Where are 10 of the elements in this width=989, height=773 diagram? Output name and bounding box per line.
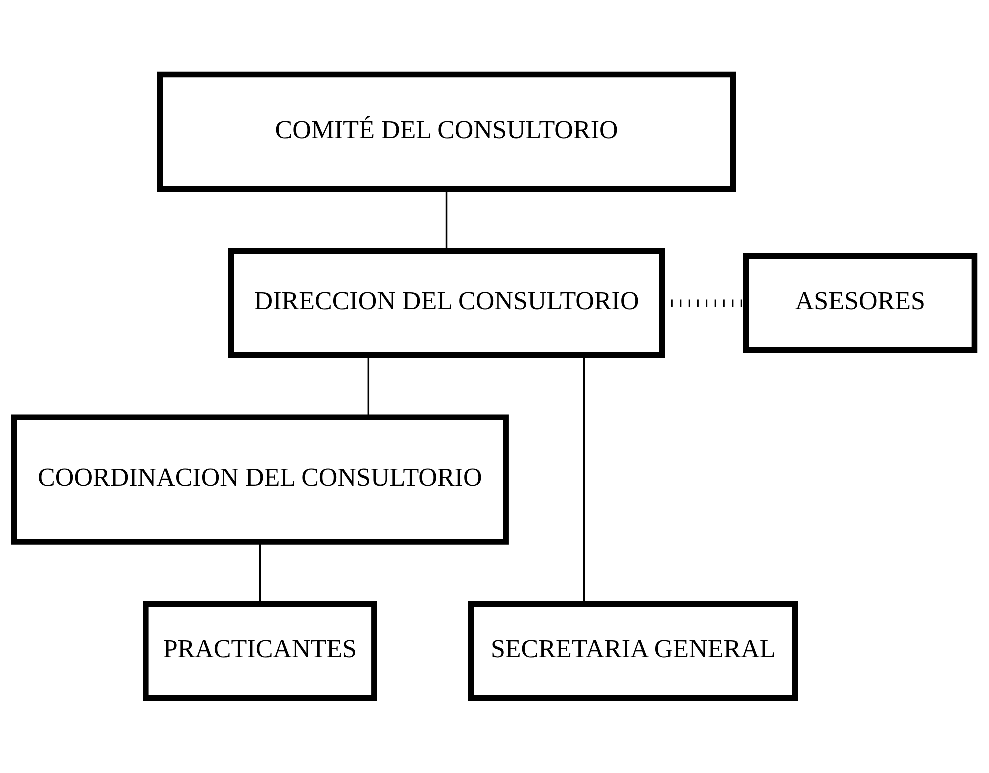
connector (583, 355, 586, 604)
connector (259, 542, 262, 604)
node-box: COORDINACION DEL CONSULTORIO (11, 414, 509, 545)
connector (368, 356, 370, 418)
node-box: SECRETARIA GENERAL (468, 601, 798, 702)
node-box: DIRECCION DEL CONSULTORIO (228, 248, 666, 358)
connector (446, 189, 448, 251)
node-box: COMITÉ DEL CONSULTORIO (157, 72, 736, 192)
node-box: PRACTICANTES (143, 601, 378, 702)
node-box: ASESORES (743, 253, 978, 354)
